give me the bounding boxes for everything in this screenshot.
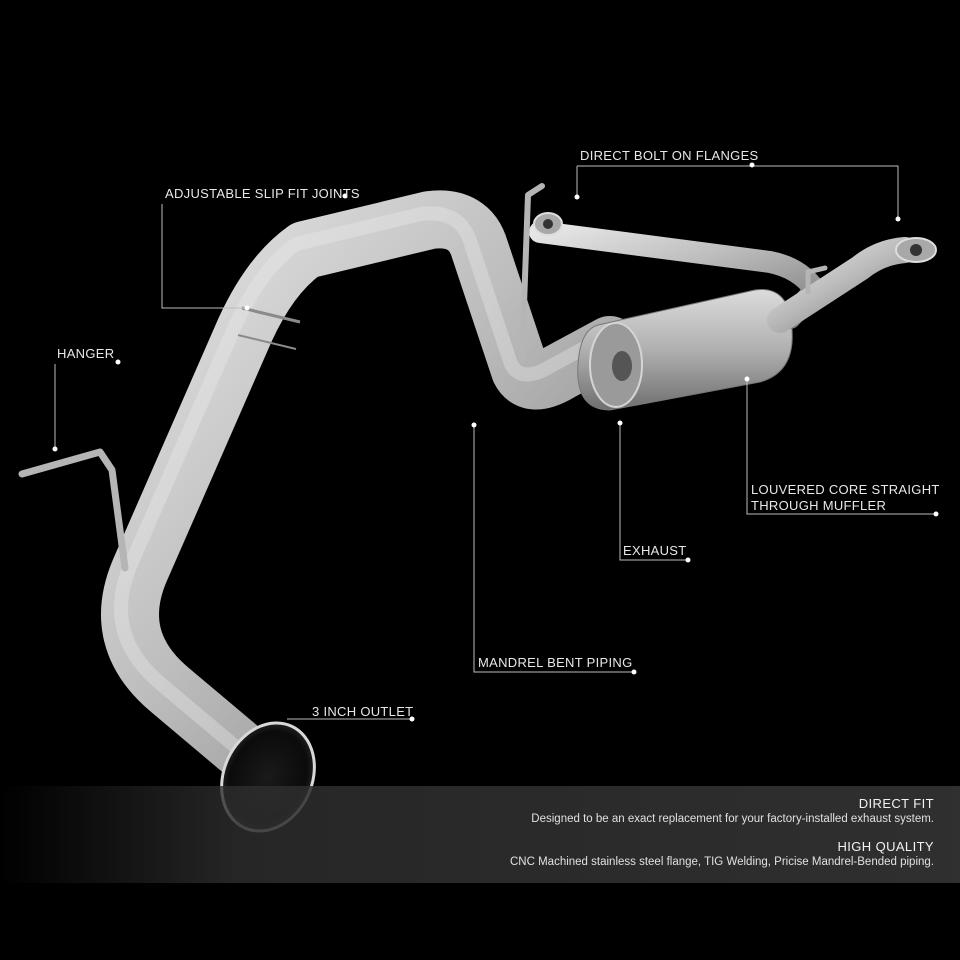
feature-banner: DIRECT FIT Designed to be an exact repla…: [0, 786, 960, 883]
muffler: [577, 289, 793, 411]
callout-muffler-line1: LOUVERED CORE STRAIGHT: [751, 482, 940, 497]
direct-fit-description: Designed to be an exact replacement for …: [531, 813, 934, 825]
flange-right: [895, 237, 937, 263]
hanger-rear: [18, 448, 129, 572]
high-quality-description: CNC Machined stainless steel flange, TIG…: [509, 856, 934, 868]
direct-fit-title: DIRECT FIT: [858, 796, 934, 811]
high-quality-title: HIGH QUALITY: [837, 839, 934, 854]
callout-exhaust: EXHAUST: [623, 543, 687, 558]
callout-hanger: HANGER: [57, 346, 115, 361]
hanger-front: [805, 265, 828, 295]
flange-left: [533, 212, 563, 236]
hanger-mid: [519, 183, 545, 363]
callout-muffler-line2: THROUGH MUFFLER: [751, 498, 887, 513]
slip-fit-joint: [237, 306, 301, 350]
callout-adjustable-slip-fit-joints: ADJUSTABLE SLIP FIT JOINTS: [165, 186, 360, 201]
leader-lines: [54, 165, 936, 720]
tailpipe: [101, 190, 639, 799]
callout-direct-bolt-on-flanges: DIRECT BOLT ON FLANGES: [580, 148, 759, 163]
callout-3-inch-outlet: 3 INCH OUTLET: [312, 704, 414, 719]
callout-mandrel-bent-piping: MANDREL BENT PIPING: [478, 655, 633, 670]
leader-dots: [52, 162, 939, 722]
